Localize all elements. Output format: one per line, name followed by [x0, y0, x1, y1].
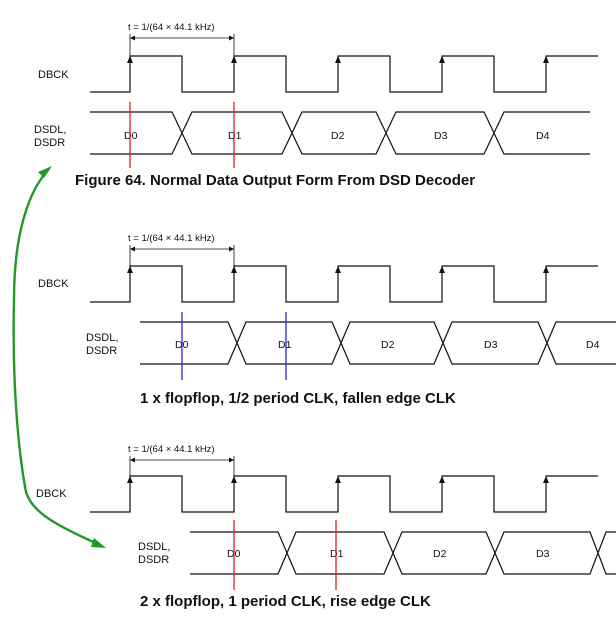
figure-caption: Figure 64. Normal Data Output Form From … — [75, 172, 475, 189]
clock-rise-arrow — [543, 266, 549, 273]
clock-waveform — [90, 55, 598, 93]
data-cell-label: D3 — [484, 339, 498, 351]
clock-rise-arrow — [127, 476, 133, 483]
panel-2: t = 1/(64 × 44.1 kHz) DBCK DSDL, DSDR D0… — [38, 233, 616, 407]
data-cell-label: D4 — [586, 339, 600, 351]
clock-rise-arrow — [543, 56, 549, 63]
data-cell-label: D1 — [278, 339, 292, 351]
panel-3: t = 1/(64 × 44.1 kHz) DBCK DSDL, DSDR D0… — [36, 444, 616, 610]
clock-rise-arrow — [439, 266, 445, 273]
green-curve — [12, 168, 102, 547]
period-arrow-left — [130, 35, 135, 41]
data-cell-label: D3 — [536, 548, 550, 560]
data-label-line1: DSDL, — [86, 332, 118, 344]
data-cell-label: D2 — [381, 339, 395, 351]
data-bus-waveform — [140, 321, 616, 365]
period-label: t = 1/(64 × 44.1 kHz) — [128, 22, 215, 33]
data-cell-label: D1 — [228, 130, 242, 142]
period-arrow-right — [229, 35, 234, 41]
data-label-line2: DSDR — [86, 345, 117, 357]
clock-rise-arrow — [127, 266, 133, 273]
data-label-line2: DSDR — [138, 554, 169, 566]
clock-waveform — [90, 475, 598, 513]
period-arrow-left — [130, 246, 135, 252]
data-bus-waveform — [90, 111, 590, 155]
panel-1: t = 1/(64 × 44.1 kHz) DBCK DSDL, DSDR D0… — [34, 22, 598, 189]
clock-rise-arrow — [335, 56, 341, 63]
data-cell-label: D3 — [434, 130, 448, 142]
clock-rise-arrow — [127, 56, 133, 63]
clock-rise-arrow — [543, 476, 549, 483]
arrowhead-down-icon — [91, 538, 106, 548]
period-label: t = 1/(64 × 44.1 kHz) — [128, 233, 215, 244]
data-cell-label: D1 — [330, 548, 344, 560]
clock-rise-arrow — [231, 266, 237, 273]
data-cell-label: D2 — [433, 548, 447, 560]
clock-rise-arrow — [439, 476, 445, 483]
data-label-line1: DSDL, — [34, 124, 66, 136]
period-arrow-right — [229, 246, 234, 252]
clock-waveform — [90, 265, 598, 303]
data-cell-label: D0 — [124, 130, 138, 142]
clock-label: DBCK — [38, 278, 69, 290]
data-cell-label: D2 — [331, 130, 345, 142]
arrowhead-up-icon — [38, 166, 52, 178]
clock-label: DBCK — [36, 488, 67, 500]
panel-caption: 2 x flopflop, 1 period CLK, rise edge CL… — [140, 593, 431, 610]
data-label-line2: DSDR — [34, 137, 65, 149]
clock-rise-arrow — [439, 56, 445, 63]
clock-rise-arrow — [231, 476, 237, 483]
panel-caption: 1 x flopflop, 1/2 period CLK, fallen edg… — [140, 390, 456, 407]
data-cell-label: D4 — [536, 130, 550, 142]
clock-rise-arrow — [335, 476, 341, 483]
clock-label: DBCK — [38, 69, 69, 81]
annotation-arrow — [12, 166, 106, 548]
data-label-line1: DSDL, — [138, 541, 170, 553]
period-arrow-left — [130, 457, 135, 463]
clock-rise-arrow — [335, 266, 341, 273]
period-arrow-right — [229, 457, 234, 463]
period-label: t = 1/(64 × 44.1 kHz) — [128, 444, 215, 455]
data-bus-waveform — [190, 531, 616, 575]
clock-rise-arrow — [231, 56, 237, 63]
